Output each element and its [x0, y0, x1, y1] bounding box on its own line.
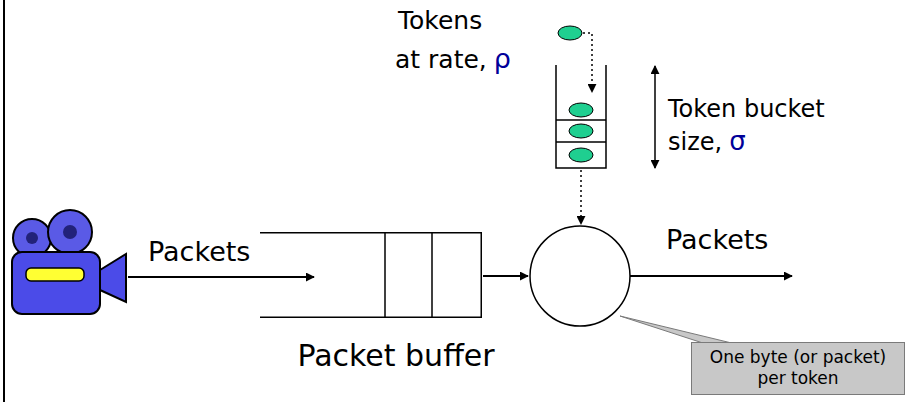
- callout-text: One byte (or packet) per token: [698, 347, 898, 390]
- packet-arrow: [128, 276, 314, 278]
- camera-reel: [48, 210, 92, 254]
- packet-arrow: [483, 275, 528, 277]
- token-bucket: [556, 65, 606, 168]
- frame-line: [3, 0, 5, 402]
- packet-arrow: [630, 275, 792, 277]
- token: [558, 26, 582, 40]
- camera-stripe: [26, 268, 84, 281]
- flow-label: Packets: [666, 224, 768, 256]
- rate-label: at rate,: [395, 45, 487, 75]
- bucket-divider: [556, 141, 606, 143]
- camera-reel-hub: [63, 225, 77, 239]
- camera-lens: [100, 254, 126, 302]
- size-arrow: [654, 66, 656, 168]
- token-flow: [580, 170, 582, 224]
- rate-symbol: ρ: [494, 43, 511, 75]
- rate-label: Tokens: [398, 6, 482, 36]
- token: [569, 148, 593, 162]
- regulator-circle: [530, 226, 630, 326]
- bucket-size-symbol: σ: [729, 126, 745, 157]
- buffer-outline: [260, 232, 482, 318]
- bucket-size-label: Token bucket: [668, 95, 825, 124]
- buffer-slot: [431, 232, 433, 318]
- camera-body: [12, 252, 100, 314]
- token-flow: [583, 33, 592, 92]
- buffer-label: Packet buffer: [297, 338, 494, 374]
- buffer-outline: [260, 233, 481, 318]
- token: [569, 124, 593, 138]
- callout-box: One byte (or packet) per token: [691, 342, 905, 395]
- flow-label: Packets: [148, 236, 250, 268]
- bucket-size-label: size,: [668, 128, 722, 157]
- buffer-slot: [384, 232, 386, 318]
- token: [569, 103, 593, 117]
- camera-icon: [12, 210, 126, 314]
- camera-reel-hub: [26, 232, 38, 244]
- bucket-divider: [556, 119, 606, 121]
- packet-buffer: Packet buffer: [260, 232, 482, 318]
